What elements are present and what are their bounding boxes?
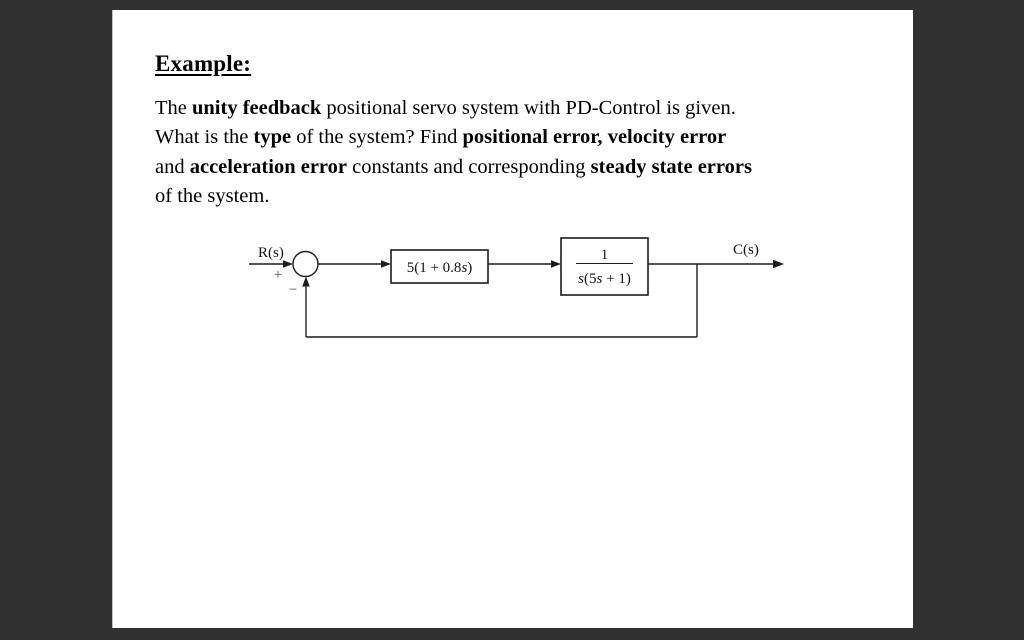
text-segment-bold: type [253, 126, 292, 149]
input-signal-label: R(s) [258, 245, 284, 261]
arrowhead-into-plant [551, 260, 561, 268]
text-segment: positional servo system with PD-Control … [321, 97, 736, 119]
summing-junction [292, 250, 319, 278]
text-segment: constants and corresponding [347, 155, 591, 178]
section-title: Example: [155, 51, 252, 76]
arrowhead-into-sum [283, 260, 293, 268]
text-segment-bold: acceleration error [189, 155, 347, 178]
text-segment: of the system? Find [291, 126, 463, 149]
problem-line-1: The unity feedback positional servo syst… [155, 94, 752, 123]
denominator-variable: s [578, 271, 584, 287]
controller-text: ) [467, 260, 472, 276]
denominator-variable: s [597, 271, 603, 287]
block-diagram: R(s) + − 5(1 + 0.8s) 1 s(5s + 1) [249, 237, 784, 338]
arrowhead-output [773, 259, 784, 269]
sum-plus-sign: + [274, 267, 282, 283]
output-signal-label: C(s) [733, 242, 759, 258]
denominator-text: + 1) [602, 271, 630, 287]
text-segment-bold: unity feedback [192, 97, 322, 119]
problem-line-2: What is the type of the system? Find pos… [155, 123, 752, 152]
plant-block [560, 237, 649, 296]
controller-text: 5(1 + 0.8 [407, 260, 462, 276]
plant-numerator: 1 [601, 247, 609, 263]
denominator-text: (5 [584, 271, 597, 287]
text-segment: of the system. [155, 185, 270, 208]
arrowhead-into-controller [381, 260, 391, 268]
text-segment-bold: steady state errors [590, 155, 752, 178]
text-segment-bold: positional error, [462, 126, 603, 149]
problem-statement: The unity feedback positional servo syst… [155, 94, 752, 212]
text-segment: and [155, 155, 190, 178]
text-segment-bold: velocity error [607, 126, 727, 149]
controller-label: 5(1 + 0.8s) [407, 260, 473, 276]
text-segment: The [155, 97, 192, 119]
controller-variable: s [461, 260, 467, 276]
plant-denominator: s(5s + 1) [578, 271, 631, 287]
problem-line-4: of the system. [155, 182, 752, 211]
arrowhead-into-sum-bottom [302, 276, 310, 287]
text-segment: What is the [155, 126, 254, 149]
document-page: Example: The unity feedback positional s… [112, 10, 913, 628]
controller-block [390, 249, 489, 284]
sum-minus-sign: − [289, 282, 297, 298]
problem-line-3: and acceleration error constants and cor… [155, 153, 752, 182]
